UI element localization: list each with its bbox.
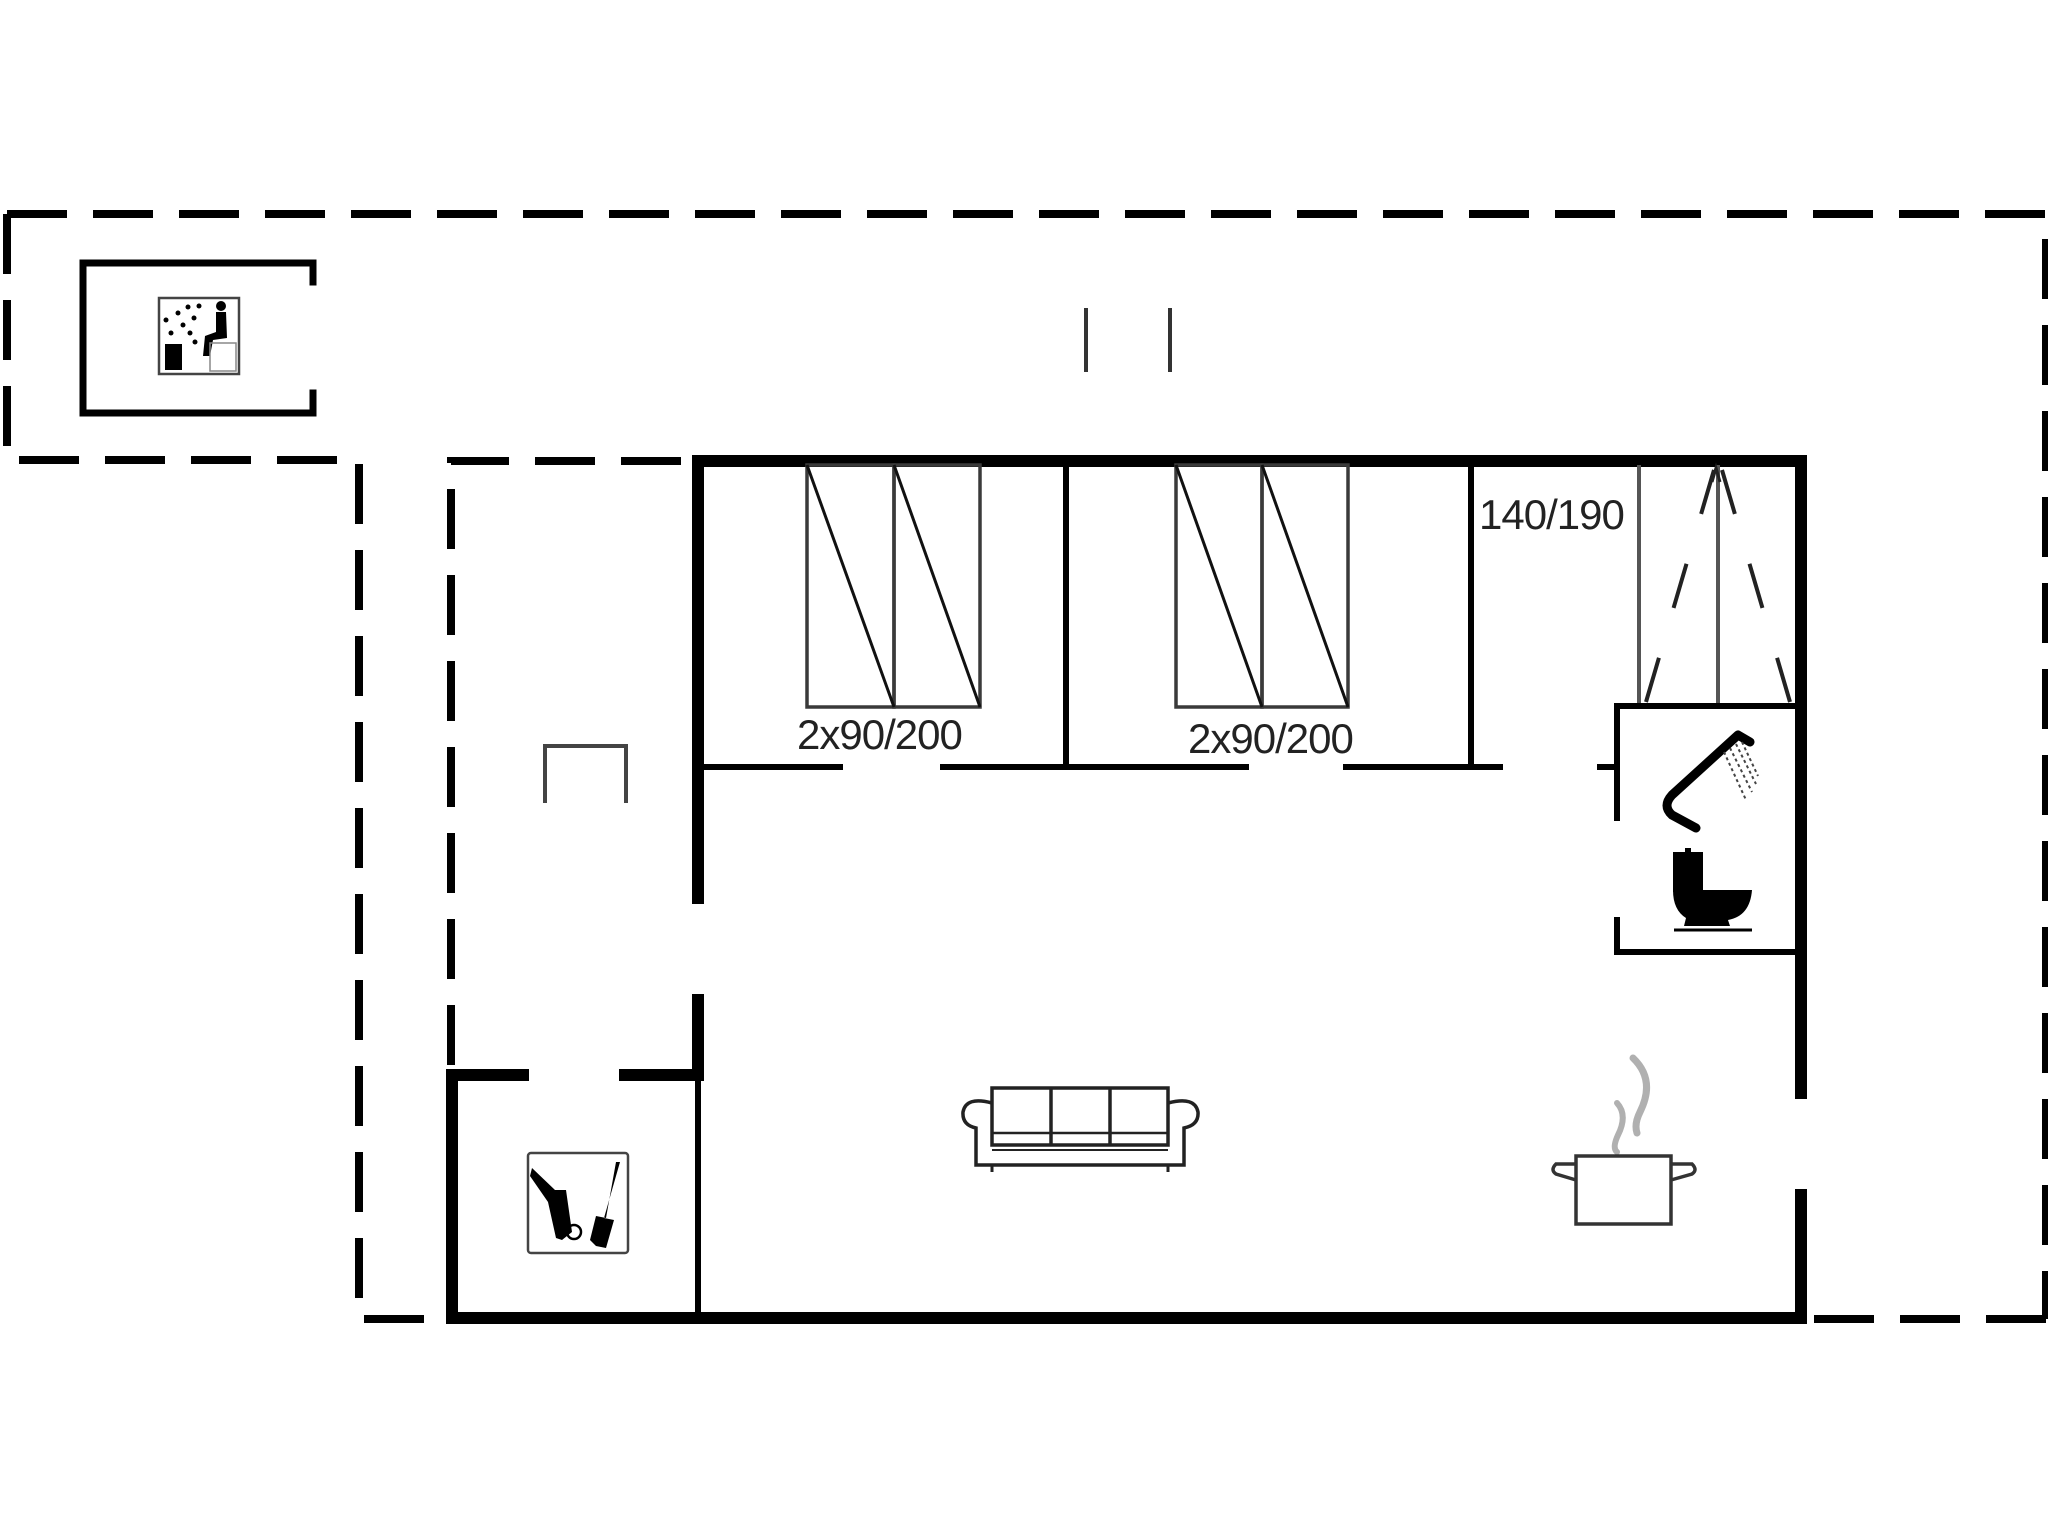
terrace-boundary bbox=[3, 210, 2048, 1323]
interior-walls bbox=[695, 458, 1620, 770]
cooking-pot-icon bbox=[1551, 1054, 1697, 1226]
exterior-walls bbox=[446, 455, 1807, 1324]
sofa-icon bbox=[961, 1086, 1200, 1172]
sauna-room bbox=[79, 259, 317, 417]
entrance-mark bbox=[543, 744, 628, 803]
sauna-icon bbox=[157, 296, 241, 376]
toilet-icon bbox=[1673, 848, 1752, 932]
bed-size-label-1: 2x90/200 bbox=[797, 711, 963, 758]
outdoor-marks bbox=[1084, 308, 1172, 372]
bed-size-label-3: 140/190 bbox=[1479, 491, 1625, 538]
shower-icon bbox=[1662, 730, 1759, 833]
bed-twin-1 bbox=[805, 463, 982, 709]
cleaning-icon bbox=[526, 1151, 630, 1255]
staircase bbox=[1637, 462, 1792, 706]
bathroom bbox=[1614, 703, 1804, 955]
bed-twin-2 bbox=[1174, 463, 1350, 709]
bed-size-label-2: 2x90/200 bbox=[1188, 715, 1354, 762]
